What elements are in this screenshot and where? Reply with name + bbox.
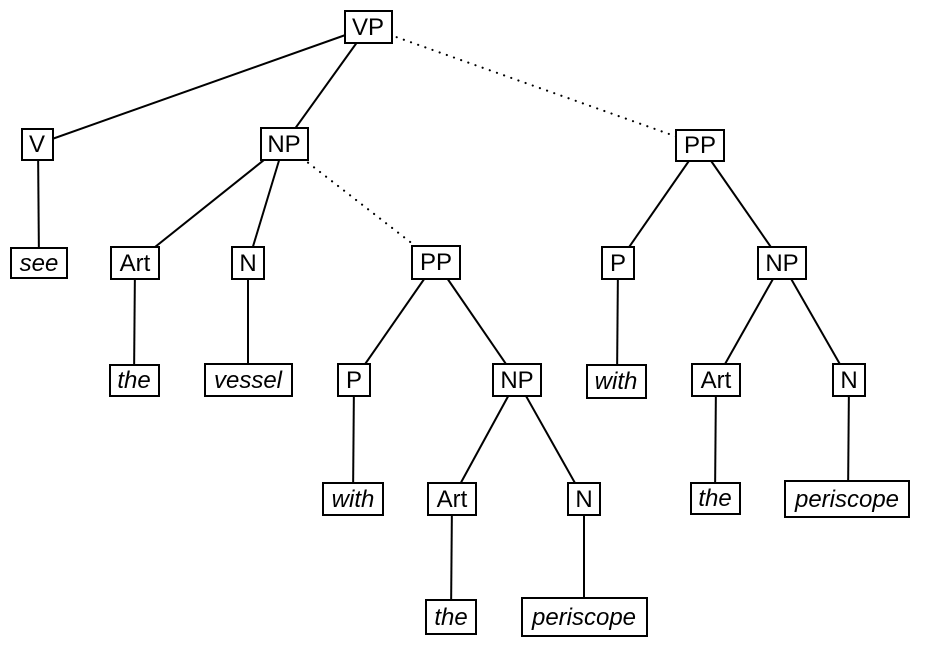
node-label: NP [500,367,533,394]
tree-node-np-high: NP [757,246,807,280]
node-label: see [20,250,59,277]
edge-pp-low-p [353,261,437,381]
node-box [601,246,635,280]
edge-art-low-the [450,498,453,618]
node-label: the [698,485,731,512]
node-label: VP [352,14,384,41]
tree-node-with-low: with [322,482,384,516]
node-label: periscope [531,604,636,631]
node-label: Art [437,486,468,513]
node-box [690,482,741,515]
tree-node-p-high: P [601,246,635,280]
edge-np-high-n [781,262,850,381]
node-box [567,482,601,516]
edge-np-object-n [247,143,285,264]
edge-pp-high-np [699,144,783,264]
node-label: with [332,486,375,513]
node-label: N [840,367,857,394]
node-label: Art [701,367,732,394]
tree-node-art-low: Art [427,482,477,516]
node-label: N [239,250,256,277]
node-label: P [346,367,362,394]
tree-node-see: see [10,247,68,279]
tree-edges [37,25,850,618]
node-box [110,246,160,280]
node-box [109,364,160,397]
node-label: with [595,368,638,395]
tree-node-pp-high: PP [675,129,725,162]
node-box [586,364,647,399]
tree-node-n-low: N [567,482,601,516]
node-label: P [610,250,626,277]
node-box [691,363,741,397]
edge-pp-high-p [617,144,701,264]
node-box [322,482,384,516]
node-box [427,482,477,516]
node-box [337,363,371,397]
node-label: N [575,486,592,513]
node-box [425,599,477,635]
node-label: NP [765,250,798,277]
node-label: PP [684,132,716,159]
edge-vp-pp-high-dotted [366,25,702,147]
edge-p-high-with [616,262,619,382]
edge-vp-np-object [283,26,369,145]
tree-node-n-object: N [231,246,265,280]
node-label: V [29,131,45,158]
tree-node-np-low: NP [492,363,542,397]
tree-node-n-high: N [832,363,866,397]
node-box [10,247,68,279]
tree-node-the-low: the [425,599,477,635]
node-box [675,129,725,162]
edge-np-low-art [451,379,518,500]
tree-node-periscope-high: periscope [784,480,910,518]
node-box [492,363,542,397]
tree-node-p-low: P [337,363,371,397]
tree-node-pp-low: PP [411,245,461,280]
node-label: the [117,367,150,394]
tree-node-art-high: Art [691,363,741,397]
tree-nodes: VP V NP PP see Art [10,10,910,637]
node-box [757,246,807,280]
edge-np-low-n [516,379,585,500]
edge-np-object-pp-low-dotted [282,142,438,264]
node-box [231,246,265,280]
node-label: PP [420,249,452,276]
node-label: the [434,604,467,631]
tree-node-art-object: Art [110,246,160,280]
edge-pp-low-np [435,261,518,381]
tree-node-vp: VP [344,10,393,44]
node-box [832,363,866,397]
node-label: Art [120,250,151,277]
node-label: vessel [214,367,283,394]
node-label: NP [267,131,300,158]
edge-art-high-the [714,379,717,499]
tree-node-the-high: the [690,482,741,515]
node-box [784,480,910,518]
edge-p-low-with [352,379,355,500]
tree-node-periscope-low: periscope [521,597,648,637]
edge-np-high-art [715,262,783,381]
tree-node-np-object: NP [260,127,309,161]
node-box [344,10,393,44]
edge-v-see [37,143,40,264]
edge-vp-v [37,26,369,145]
tree-node-v: V [21,128,54,161]
edge-art-object-the [133,262,136,381]
node-box [411,245,461,280]
tree-node-with-high: with [586,364,647,399]
node-box [260,127,309,161]
node-box [204,363,293,397]
node-label: periscope [794,486,899,513]
tree-node-vessel: vessel [204,363,293,397]
node-box [521,597,648,637]
tree-node-the-object: the [109,364,160,397]
node-box [21,128,54,161]
edge-np-object-art [134,143,285,264]
edge-n-high-periscope [847,379,850,500]
